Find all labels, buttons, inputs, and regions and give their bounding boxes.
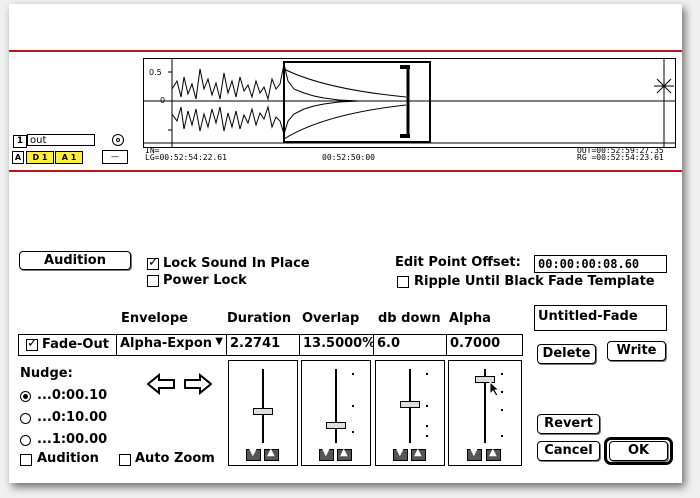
track-minus-button[interactable]: — [102,150,128,164]
lock-sound-label: Lock Sound In Place [163,256,310,271]
overlap-up-arrow-icon[interactable]: ▲ [337,447,352,461]
track-d1-badge[interactable]: D 1 [26,151,54,164]
y-tick-top: 0.5 [149,68,162,77]
write-button[interactable]: Write [607,341,666,361]
nudge-radio-1[interactable] [20,391,31,402]
alpha-down-arrow-icon[interactable]: ▼ [467,447,482,461]
db-up-arrow-icon[interactable]: ▲ [411,447,426,461]
ripple-checkbox[interactable] [397,276,409,288]
track-a-badge[interactable]: A [12,151,24,164]
db-slider-thumb[interactable] [400,400,420,408]
nudge-audition-checkbox[interactable] [20,454,32,466]
center-timecode: 00:52:50:00 [322,153,375,162]
nudge-radio-2[interactable] [20,413,31,424]
power-lock-label: Power Lock [163,273,247,288]
chevron-down-icon: ▼ [215,336,223,347]
in-label: IN= [145,146,160,155]
duration-slider[interactable]: ▼ ▲ [228,360,298,466]
track-options-icon[interactable] [112,134,124,146]
nudge-left-arrow-icon[interactable] [147,373,175,395]
db-down-arrow-icon[interactable]: ▼ [393,447,408,461]
edit-point-field[interactable]: 00:00:00:08.60 [534,255,667,273]
overlap-down-arrow-icon[interactable]: ▼ [319,447,334,461]
overlap-slider-thumb[interactable] [326,421,346,429]
fade-out-checkbox[interactable] [26,336,38,351]
nudge-opt3: ...1:00.00 [37,432,108,447]
fade-template-label: Fade Template [548,274,655,289]
y-tick-mid: 0 [160,96,166,105]
auto-zoom-checkbox[interactable] [119,454,131,466]
alpha-slider[interactable]: ▼ ▲ [448,360,522,466]
duration-field[interactable]: 2.2741 [226,335,299,355]
nudge-radio-3[interactable] [20,435,31,446]
edit-point-label: Edit Point Offset: [395,255,521,270]
lock-sound-checkbox[interactable] [147,255,159,270]
envelope-value: Alpha-Expon [120,336,213,351]
audition-button[interactable]: Audition [19,251,131,270]
ok-button-ring [604,437,673,465]
fade-row [18,334,523,356]
nudge-opt2: ...0:10.00 [37,410,108,425]
rg-label: RG =00:52:54:23.61 [577,153,664,162]
out-label: OUT=00:52:59:27.35 [577,146,664,155]
col-overlap: Overlap [302,311,360,326]
overlap-slider[interactable]: ▼ ▲ [301,360,371,466]
waveform-view[interactable]: 0.5 0 [143,58,676,148]
lg-label: LG=00:52:54:22.61 [145,153,227,162]
alpha-slider-thumb[interactable] [475,376,495,383]
nudge-opt1: ...0:00.10 [37,388,108,403]
auto-zoom-label: Auto Zoom [135,451,215,466]
ok-button[interactable]: OK [609,441,668,461]
col-envelope: Envelope [121,311,188,326]
track-number: 1 [13,135,27,148]
overlap-field[interactable]: 13.5000% [299,335,373,355]
alpha-up-arrow-icon[interactable]: ▲ [486,447,501,461]
waveform-graph [144,59,675,147]
ripple-label: Ripple Until Black [414,274,544,289]
track-name-field[interactable]: out [27,134,95,146]
nudge-audition-label: Audition [37,451,99,466]
nudge-right-arrow-icon[interactable] [184,373,212,395]
db-down-slider[interactable]: ▼ ▲ [375,360,445,466]
col-duration: Duration [227,311,292,326]
duration-down-arrow-icon[interactable]: ▼ [246,447,261,461]
col-alpha: Alpha [449,311,491,326]
col-db-down: db down [378,311,441,326]
track-a1-badge[interactable]: A 1 [55,151,83,164]
mouse-pointer-icon [489,381,501,397]
delete-button[interactable]: Delete [537,344,596,364]
template-name-field[interactable]: Untitled-Fade [534,305,667,331]
nudge-label: Nudge: [20,366,73,381]
db-down-field[interactable]: 6.0 [373,335,446,355]
envelope-select[interactable]: Alpha-Expon▼ [116,335,226,355]
cancel-button[interactable]: Cancel [537,441,600,461]
fade-out-label: Fade-Out [42,337,109,352]
power-lock-checkbox[interactable] [147,275,159,287]
alpha-field[interactable]: 0.7000 [446,335,522,355]
duration-slider-thumb[interactable] [253,407,273,415]
revert-button[interactable]: Revert [537,414,600,434]
duration-up-arrow-icon[interactable]: ▲ [264,447,279,461]
